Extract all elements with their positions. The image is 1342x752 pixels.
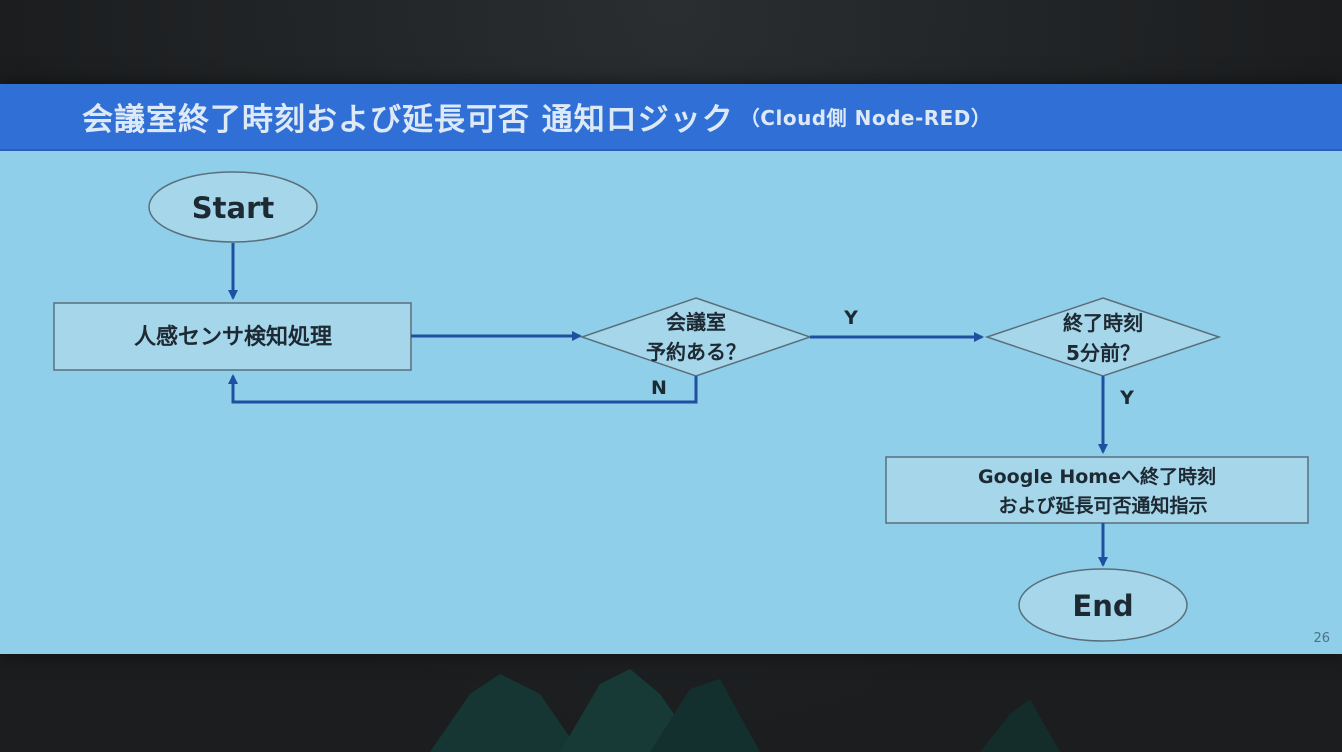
slide-title-bar: 会議室終了時刻および延長可否 通知ロジック （Cloud側 Node-RED）: [0, 84, 1342, 151]
notify-process-line1: Google Homeへ終了時刻: [978, 465, 1216, 488]
end-node: End: [1018, 568, 1188, 642]
arrow-reservation-no-loop: [228, 374, 698, 404]
slide-title: 会議室終了時刻および延長可否 通知ロジック: [82, 102, 734, 138]
reservation-decision-line2: 予約ある？: [646, 340, 746, 364]
start-label: Start: [192, 191, 275, 225]
sensor-process-label: 人感センサ検知処理: [134, 324, 332, 350]
edge-label-no: N: [651, 377, 667, 399]
stage-shape-far-right: [980, 699, 1060, 752]
start-node: Start: [148, 171, 318, 243]
end-label: End: [1072, 589, 1133, 623]
slide-title-suffix: （Cloud側 Node-RED）: [739, 106, 992, 130]
edge-label-yes-1: Y: [843, 307, 858, 329]
end-time-decision-node: 終了時刻 5分前？: [984, 297, 1222, 377]
stage-shape-left: [430, 674, 580, 752]
end-time-decision-line1: 終了時刻: [1063, 311, 1143, 335]
end-time-decision-line2: 5分前？: [1066, 341, 1140, 365]
notify-process-node: Google Homeへ終了時刻 および延長可否通知指示: [885, 456, 1309, 524]
page-number: 26: [1313, 631, 1330, 646]
stage-decoration: [430, 669, 1060, 752]
sensor-process-node: 人感センサ検知処理: [53, 302, 412, 371]
stage-shape-right: [650, 679, 760, 752]
notify-process-line2: および延長可否通知指示: [998, 494, 1207, 517]
reservation-decision-line1: 会議室: [666, 310, 726, 334]
edge-label-yes-2: Y: [1119, 387, 1134, 409]
reservation-decision-node: 会議室 予約ある？: [579, 297, 813, 377]
